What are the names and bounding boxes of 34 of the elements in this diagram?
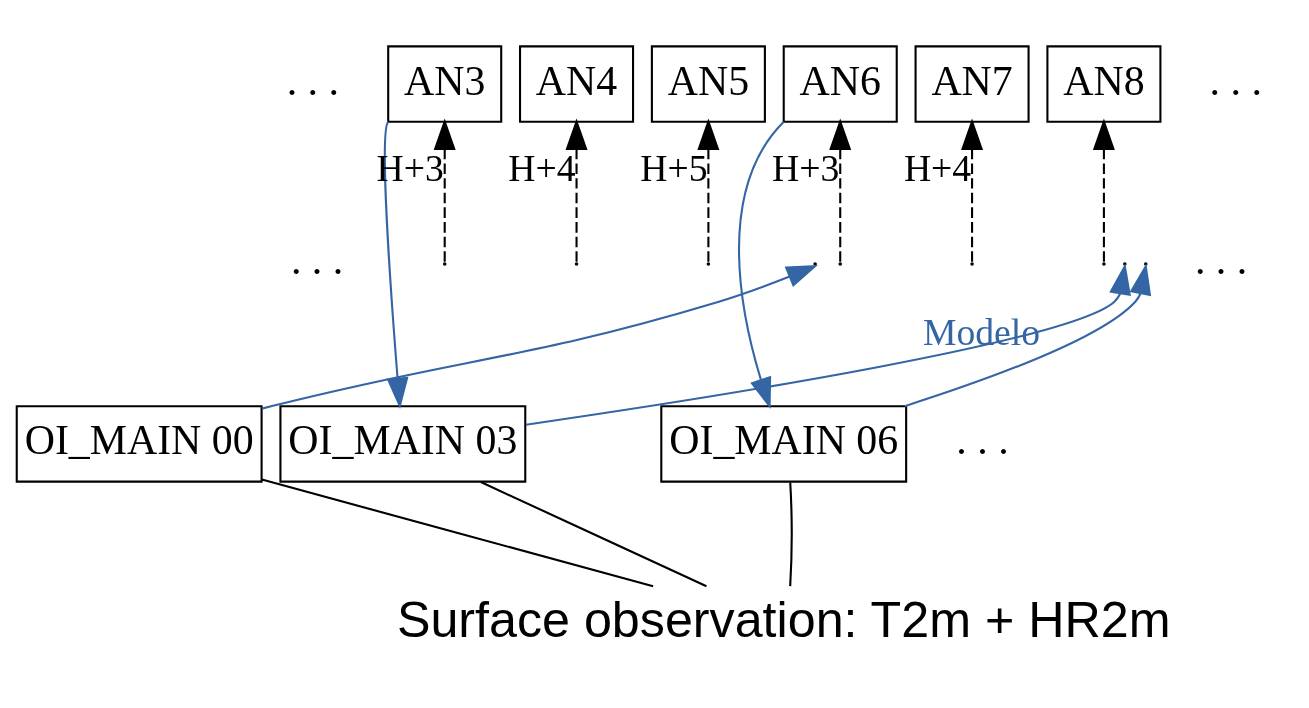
arrow	[1092, 118, 1115, 262]
label: . . .	[1194, 237, 1248, 284]
node-box: AN8	[1046, 45, 1162, 123]
arrow	[525, 263, 1131, 426]
arrow	[383, 121, 409, 410]
edge-label: H+4	[508, 146, 576, 189]
connector	[261, 478, 654, 588]
connector	[480, 481, 707, 588]
arrow	[829, 118, 852, 262]
node-box: OI_MAIN 00	[15, 405, 263, 483]
connector	[789, 482, 793, 587]
edge-label: Modelo	[922, 310, 1041, 353]
node-text: Surface observation: T2m + HR2m	[396, 591, 1171, 648]
arrow	[565, 118, 588, 262]
node-box: OI_MAIN 03	[279, 405, 527, 483]
label: . . .	[286, 57, 340, 104]
node-box: AN5	[650, 45, 766, 123]
edge-label: H+3	[772, 146, 840, 189]
arrow	[697, 118, 720, 262]
node-box: OI_MAIN 06	[660, 405, 908, 483]
arrow	[433, 118, 456, 262]
node-box: AN6	[782, 45, 898, 123]
label: . . .	[290, 237, 344, 284]
arrow	[961, 118, 984, 262]
edge-label: H+5	[640, 146, 708, 189]
arrow	[261, 264, 818, 410]
label: . . .	[1209, 57, 1262, 104]
edge-label: H+4	[903, 146, 972, 189]
arrow	[738, 121, 785, 410]
node-box: AN4	[519, 45, 635, 123]
node-box: AN7	[914, 45, 1030, 123]
label: . . .	[956, 417, 1009, 464]
node-box: AN3	[387, 45, 503, 123]
arrow	[904, 263, 1152, 408]
